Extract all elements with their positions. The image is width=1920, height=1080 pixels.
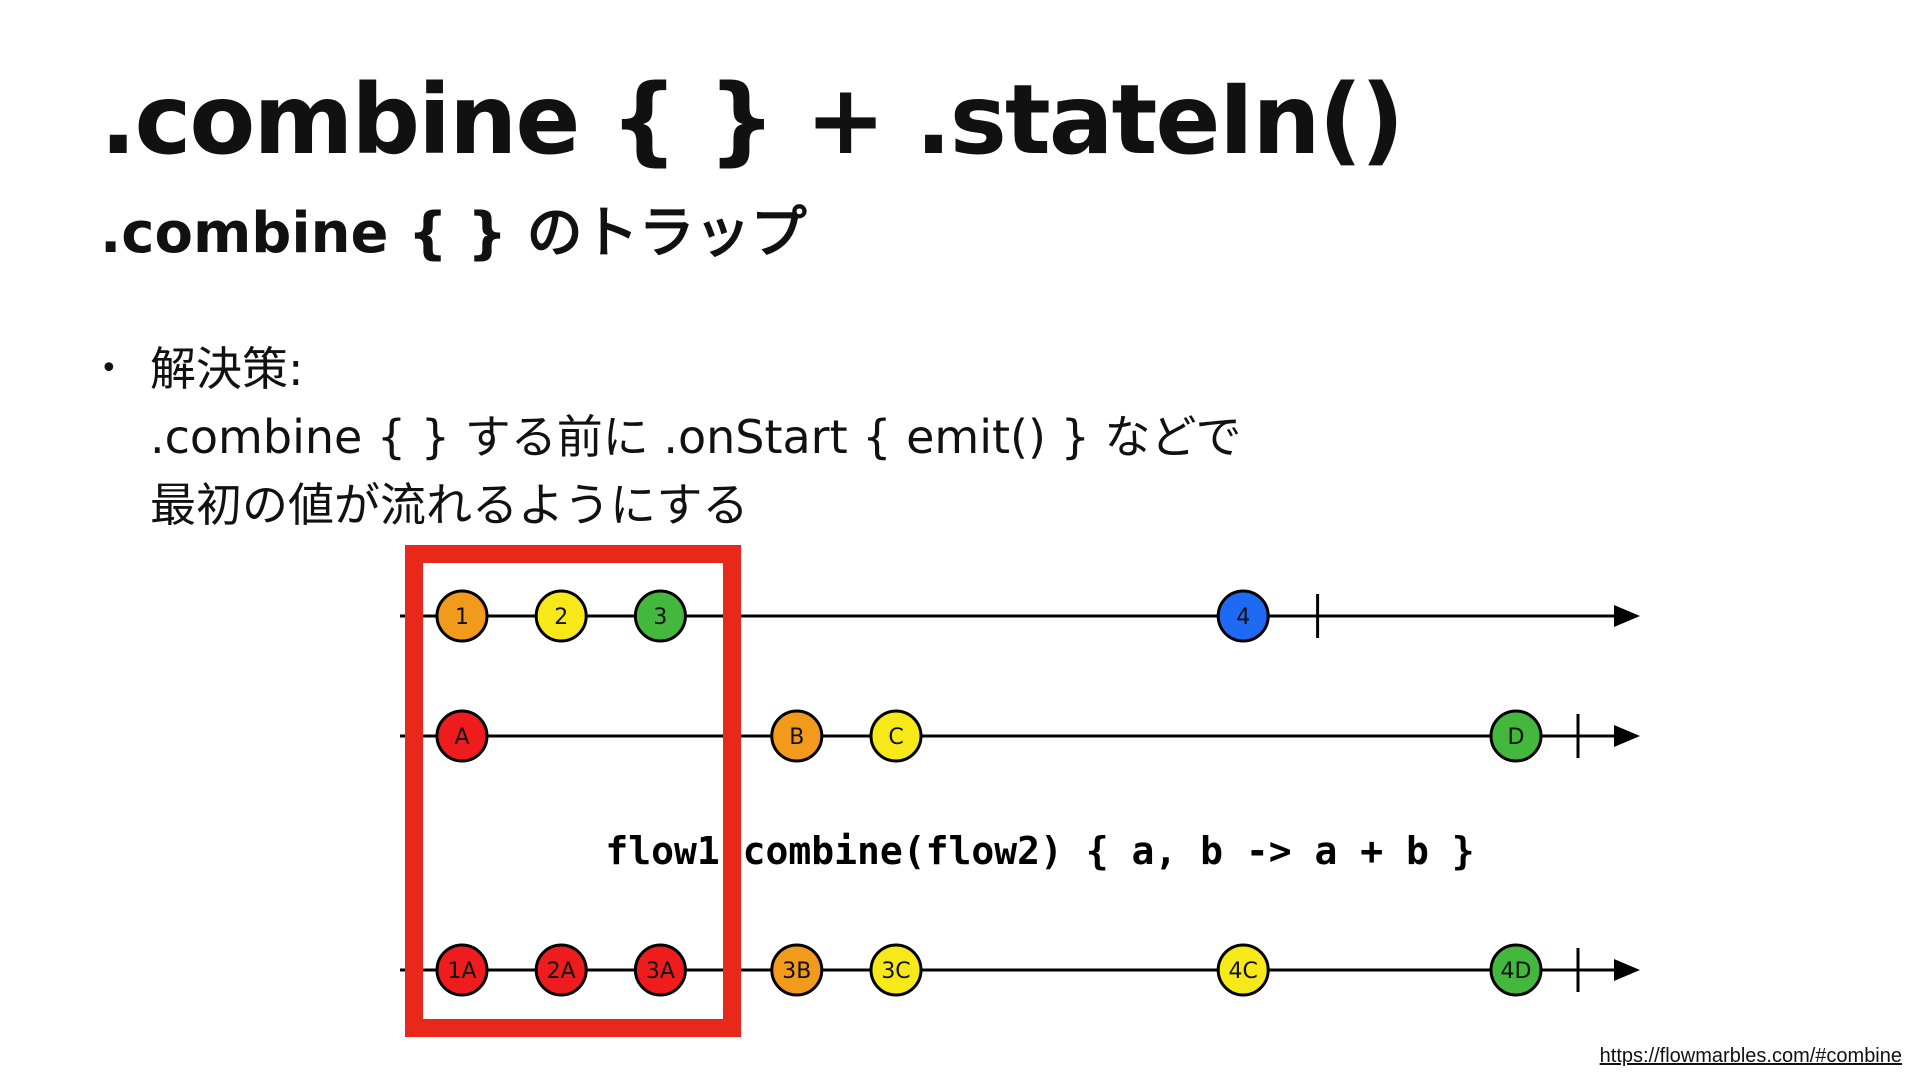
marble-label: 4C (1229, 959, 1258, 984)
marble-label: 1A (447, 959, 476, 984)
marble-1: 1 (435, 589, 489, 643)
marble-circle (1216, 589, 1270, 643)
marble-2: 2 (534, 589, 588, 643)
marble-label: 3C (881, 959, 910, 984)
marble-A: A (435, 709, 489, 763)
marble-circle (435, 943, 489, 997)
marble-circle (435, 589, 489, 643)
marble-circle (633, 589, 687, 643)
source-link[interactable]: https://flowmarbles.com/#combine (1599, 1045, 1902, 1067)
bullet-line-1: 解決策: (150, 342, 304, 396)
marble-3B: 3B (770, 943, 824, 997)
flow2-timeline: A B C D (400, 709, 1640, 763)
marble-label: 3A (646, 959, 675, 984)
marble-label: A (454, 725, 469, 750)
marble-circle (1489, 709, 1543, 763)
flow2-arrowhead (1614, 725, 1640, 747)
marble-1A: 1A (435, 943, 489, 997)
marble-label: 3 (653, 605, 667, 630)
flow1-timeline: 1 2 3 4 (400, 589, 1640, 643)
bullet-line-2: .combine { } する前に .onStart { emit() } など… (150, 410, 1242, 464)
marble-B: B (770, 709, 824, 763)
marble-C: C (869, 709, 923, 763)
flows-layer: 1 2 3 4A B C D 1A 2A 3A 3B 3C 4C 4D (400, 589, 1640, 997)
slide-subtitle: .combine { } のトラップ (100, 201, 807, 266)
highlight-box (405, 545, 741, 1037)
marble-circle (435, 709, 489, 763)
marble-circle (534, 589, 588, 643)
marble-circle (1216, 943, 1270, 997)
marble-4: 4 (1216, 589, 1270, 643)
marble-label: C (888, 725, 903, 750)
marble-4C: 4C (1216, 943, 1270, 997)
marble-label: 4 (1236, 605, 1250, 630)
marble-label: B (789, 725, 804, 750)
bullet-text: 解決策: .combine { } する前に .onStart { emit()… (150, 335, 1242, 539)
marble-label: D (1508, 725, 1525, 750)
operator-formula: flow1.combine(flow2) { a, b -> a + b } (605, 829, 1474, 873)
marble-label: 2A (547, 959, 576, 984)
marble-circle (770, 943, 824, 997)
marble-label: 1 (455, 605, 469, 630)
marble-label: 3B (782, 959, 811, 984)
marble-circle (869, 943, 923, 997)
result-arrowhead (1614, 959, 1640, 981)
marble-2A: 2A (534, 943, 588, 997)
slide-title: .combine { } + .stateIn() (100, 64, 1404, 176)
solution-bullet: • 解決策: .combine { } する前に .onStart { emit… (100, 335, 1242, 539)
marble-circle (869, 709, 923, 763)
marble-circle (534, 943, 588, 997)
bullet-line-3: 最初の値が流れるようにする (150, 478, 749, 532)
flow1-arrowhead (1614, 605, 1640, 627)
bullet-marker: • (100, 351, 118, 386)
marble-circle (1489, 943, 1543, 997)
marble-3C: 3C (869, 943, 923, 997)
marble-3: 3 (633, 589, 687, 643)
marble-D: D (1489, 709, 1543, 763)
marble-label: 4D (1501, 959, 1532, 984)
result-timeline: 1A 2A 3A 3B 3C 4C 4D (400, 943, 1640, 997)
marble-label: 2 (554, 605, 568, 630)
marble-4D: 4D (1489, 943, 1543, 997)
marble-3A: 3A (633, 943, 687, 997)
marble-circle (770, 709, 824, 763)
marble-circle (633, 943, 687, 997)
